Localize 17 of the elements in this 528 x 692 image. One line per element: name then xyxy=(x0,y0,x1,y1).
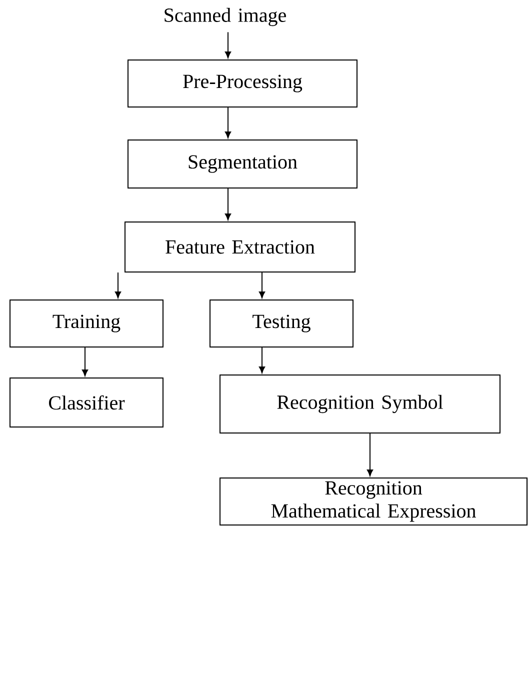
arrow xyxy=(224,107,232,138)
arrow xyxy=(224,32,232,58)
process-box: Recognition Mathematical Expression xyxy=(220,478,528,526)
arrow xyxy=(114,272,122,298)
process-box: Training xyxy=(10,300,164,348)
input-label: Scanned image xyxy=(164,8,286,26)
arrow xyxy=(366,433,374,476)
process-box: Feature Extraction xyxy=(124,222,356,272)
process-box: Recognition Symbol xyxy=(220,374,500,434)
arrow xyxy=(258,272,266,298)
process-box: Testing xyxy=(210,300,354,348)
process-box: Pre-Processing xyxy=(128,60,358,108)
process-box: Classifier xyxy=(10,378,164,428)
arrow xyxy=(224,188,232,220)
arrow xyxy=(82,347,88,376)
arrow xyxy=(258,347,266,374)
process-box: Segmentation xyxy=(128,140,358,188)
